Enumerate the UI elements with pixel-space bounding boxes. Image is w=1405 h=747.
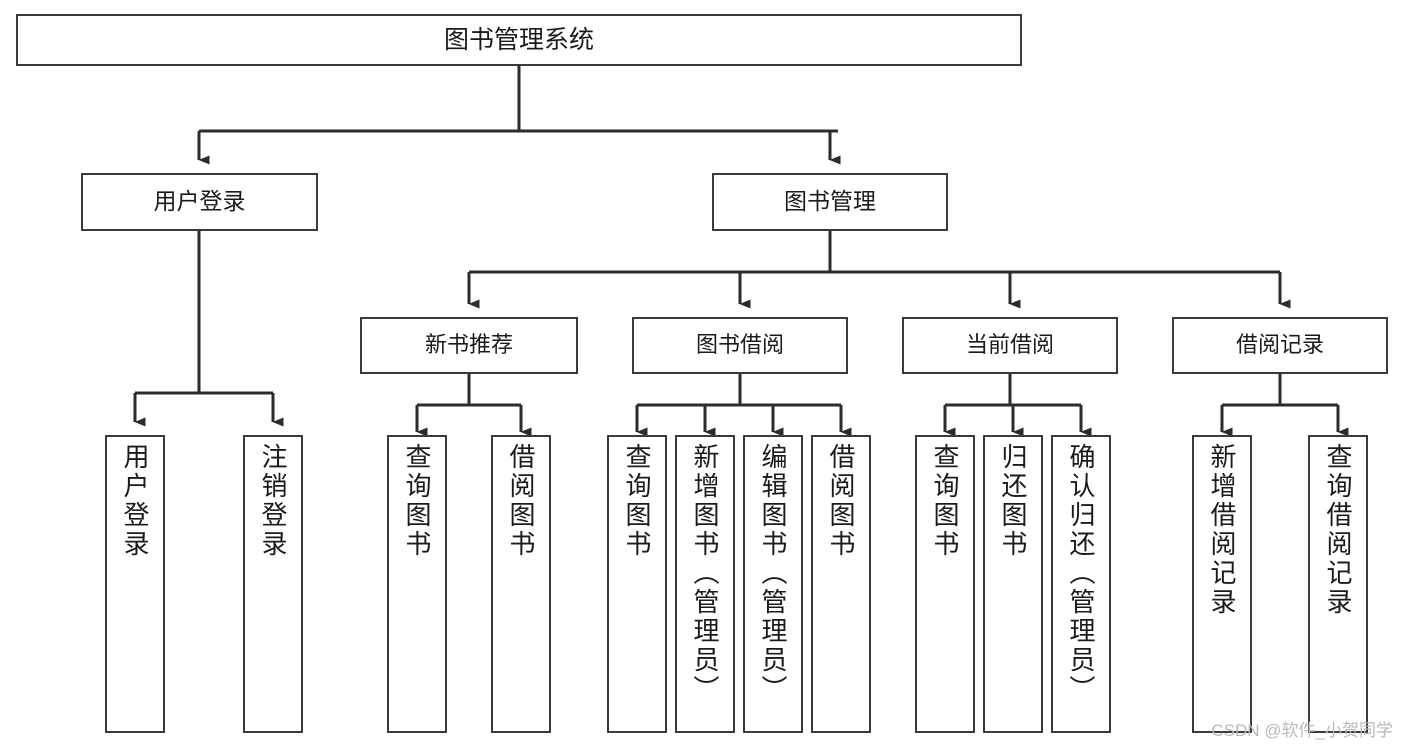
leaf-newbook-borrow-book[interactable]: 借阅图书 <box>491 435 551 733</box>
node-label: 用户登录 <box>120 443 150 559</box>
node-label: 借阅记录 <box>1235 332 1324 358</box>
leaf-newbook-query-book[interactable]: 查询图书 <box>387 435 447 733</box>
leaf-user-login-signout[interactable]: 注销登录 <box>243 435 303 733</box>
node-borrow-record[interactable]: 借阅记录 <box>1172 317 1388 374</box>
node-book-borrow[interactable]: 图书借阅 <box>632 317 848 374</box>
leaf-record-query-record[interactable]: 查询借阅记录 <box>1308 435 1368 733</box>
leaf-record-add-record[interactable]: 新增借阅记录 <box>1192 435 1252 733</box>
node-user-login[interactable]: 用户登录 <box>81 173 318 231</box>
node-label: 确认归还（管理员） <box>1066 443 1096 704</box>
node-label: 编辑图书（管理员） <box>758 443 788 704</box>
node-label: 图书管理 <box>784 188 876 215</box>
node-label: 查询图书 <box>622 443 652 559</box>
leaf-borrow-query-book[interactable]: 查询图书 <box>607 435 667 733</box>
node-label: 新书推荐 <box>424 332 513 358</box>
node-new-book-recommend[interactable]: 新书推荐 <box>360 317 578 374</box>
node-label: 借阅图书 <box>506 443 536 559</box>
node-label: 新增借阅记录 <box>1207 443 1237 617</box>
node-label: 图书管理系统 <box>443 26 594 54</box>
leaf-borrow-add-book-admin[interactable]: 新增图书（管理员） <box>675 435 735 733</box>
node-label: 用户登录 <box>153 188 246 215</box>
node-book-management[interactable]: 图书管理 <box>712 173 948 231</box>
node-label: 查询借阅记录 <box>1323 443 1353 617</box>
node-label: 借阅图书 <box>826 443 856 559</box>
node-root-system[interactable]: 图书管理系统 <box>16 14 1022 66</box>
leaf-current-confirm-return-admin[interactable]: 确认归还（管理员） <box>1051 435 1111 733</box>
leaf-current-return-book[interactable]: 归还图书 <box>983 435 1043 733</box>
node-current-borrow[interactable]: 当前借阅 <box>902 317 1118 374</box>
leaf-user-login-signin[interactable]: 用户登录 <box>105 435 165 733</box>
node-label: 注销登录 <box>258 443 288 559</box>
node-label: 当前借阅 <box>965 332 1054 358</box>
leaf-borrow-edit-book-admin[interactable]: 编辑图书（管理员） <box>743 435 803 733</box>
leaf-borrow-borrow-book[interactable]: 借阅图书 <box>811 435 871 733</box>
node-label: 查询图书 <box>930 443 960 559</box>
node-label: 图书借阅 <box>695 332 784 358</box>
watermark-text: CSDN @软件_小贺同学 <box>1211 721 1393 740</box>
node-label: 归还图书 <box>998 443 1028 559</box>
node-label: 查询图书 <box>402 443 432 559</box>
node-label: 新增图书（管理员） <box>690 443 720 704</box>
leaf-current-query-book[interactable]: 查询图书 <box>915 435 975 733</box>
